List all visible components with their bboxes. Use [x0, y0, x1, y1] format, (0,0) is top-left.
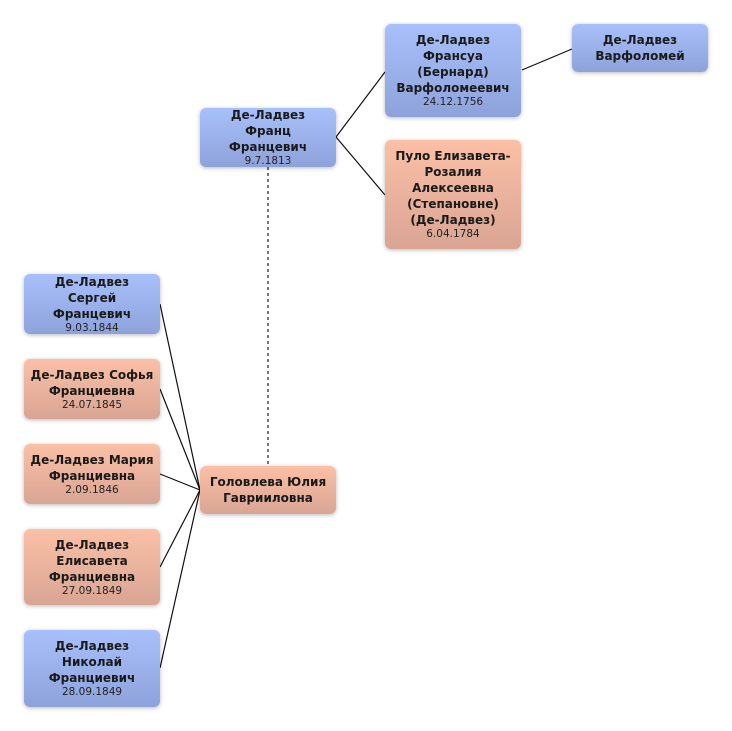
link-franz-pulo [335, 136, 386, 196]
person-date: 24.12.1756 [422, 96, 484, 108]
person-name: Пуло Елизавета-Розалия Алексеевна (Степа… [395, 149, 511, 227]
person-name: Де-Ладвез Мария Франциевна [30, 452, 154, 483]
link-nikolai-mother [159, 489, 201, 669]
person-name: Де-Ладвез Франсуа (Бернард) Варфоломееви… [396, 33, 510, 95]
person-date: 24.07.1845 [61, 398, 123, 411]
person-node-sergei[interactable]: Де-Ладвез Сергей Францевич 9.03.1844 [24, 274, 160, 334]
person-node-elisaveta[interactable]: Де-Ладвез Елисавета Франциевна 27.09.184… [24, 529, 160, 605]
person-name: Де-Ладвез Сергей Францевич [52, 274, 132, 321]
link-maria-mother [159, 473, 201, 491]
link-elisaveta-mother [159, 489, 201, 568]
person-date: 28.09.1849 [61, 686, 123, 698]
link-francois-varfolomei [521, 48, 573, 71]
person-name: Де-Ладвез Франц Францевич [228, 108, 308, 154]
person-name: Де-Ладвез Николай Франциевич [48, 639, 136, 685]
link-sergei-mother [159, 303, 201, 491]
person-name: Де-Ладвез Варфоломей [595, 33, 685, 63]
link-sofia-mother [159, 388, 201, 491]
person-date: 6.04.1784 [426, 228, 480, 240]
person-node-varfolomei[interactable]: Де-Ладвез Варфоломей [572, 24, 708, 72]
person-node-sofia[interactable]: Де-Ладвез Софья Франциевна 24.07.1845 [24, 359, 160, 419]
person-node-pulo[interactable]: Пуло Елизавета-Розалия Алексеевна (Степа… [385, 140, 521, 249]
person-date: 27.09.1849 [61, 584, 123, 597]
person-node-golovleva[interactable]: Головлева Юлия Гаврииловна [200, 466, 336, 514]
person-node-francois[interactable]: Де-Ладвез Франсуа (Бернард) Варфоломееви… [385, 24, 521, 117]
person-date: 9.03.1844 [65, 321, 119, 334]
person-node-nikolai[interactable]: Де-Ладвез Николай Франциевич 28.09.1849 [24, 630, 160, 707]
person-name: Головлева Юлия Гаврииловна [209, 475, 327, 505]
person-name: Де-Ладвез Софья Франциевна [30, 367, 154, 398]
person-date: 9.7.1813 [244, 155, 292, 167]
person-node-maria[interactable]: Де-Ладвез Мария Франциевна 2.09.1846 [24, 444, 160, 504]
person-name: Де-Ладвез Елисавета Франциевна [48, 537, 136, 584]
link-franz-francois [335, 71, 386, 138]
person-node-franz[interactable]: Де-Ладвез Франц Францевич 9.7.1813 [200, 108, 336, 167]
person-date: 2.09.1846 [65, 483, 119, 496]
